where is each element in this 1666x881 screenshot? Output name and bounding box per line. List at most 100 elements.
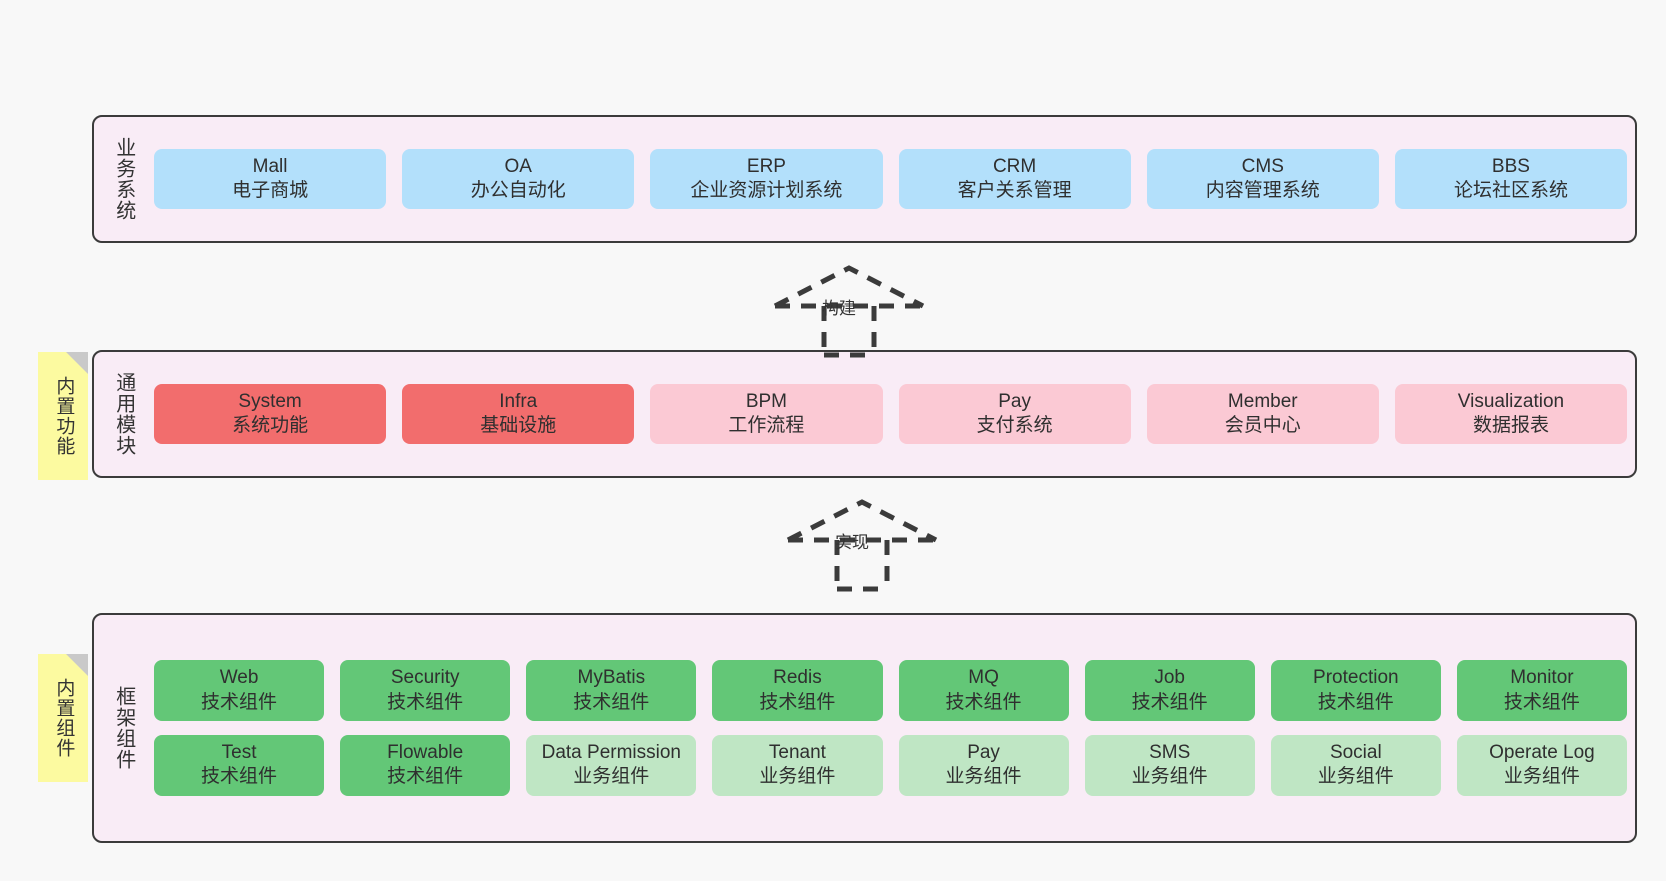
card-mybatis[interactable]: MyBatis 技术组件 <box>526 660 697 721</box>
card-title: Pay <box>967 742 1000 763</box>
card-subtitle: 业务组件 <box>1503 766 1580 788</box>
card-title: OA <box>504 155 532 177</box>
card-crm[interactable]: CRM 客户关系管理 <box>898 148 1131 210</box>
card-mq[interactable]: MQ 技术组件 <box>898 660 1069 721</box>
connector-implement-label: 实现 <box>835 533 869 552</box>
layer-cards-common-module: System 系统功能 Infra 基础设施 BPM 工作流程 Pay 支付系统… <box>142 352 1635 476</box>
layer-framework-component: 框架组件 Web 技术组件 Security 技术组件 MyBatis 技术组件… <box>92 613 1637 843</box>
note-builtin-component: 内置组件 <box>38 654 88 782</box>
card-title: MyBatis <box>577 667 646 689</box>
card-subtitle: 工作流程 <box>728 415 805 436</box>
card-title: MQ <box>968 667 999 689</box>
layer-title-business-system: 业务系统 <box>112 137 135 221</box>
card-subtitle: 业务组件 <box>1131 766 1208 788</box>
card-title: Visualization <box>1457 390 1565 412</box>
card-subtitle: 技术组件 <box>387 691 464 713</box>
card-subtitle: 内容管理系统 <box>1205 180 1320 201</box>
card-pay-component[interactable]: Pay 业务组件 <box>898 735 1069 796</box>
card-title: CMS <box>1241 155 1284 177</box>
card-title: Protection <box>1313 667 1399 689</box>
card-title: Flowable <box>387 742 464 763</box>
card-row: Test 技术组件 Flowable 技术组件 Data Permission … <box>154 735 1627 796</box>
connector-implement: 实现 <box>773 492 953 592</box>
layer-business-system: 业务系统 Mall 电子商城 OA 办公自动化 ERP 企业资源计划系统 CRM… <box>92 115 1637 243</box>
note-fold-icon <box>66 352 88 374</box>
card-title: SMS <box>1149 742 1191 763</box>
card-subtitle: 技术组件 <box>1131 691 1208 713</box>
generalization-arrow-icon <box>773 265 925 358</box>
card-subtitle: 数据报表 <box>1472 415 1549 436</box>
card-subtitle: 办公自动化 <box>470 180 566 201</box>
card-title: Tenant <box>768 742 826 763</box>
card-operate-log[interactable]: Operate Log 业务组件 <box>1456 735 1627 796</box>
card-title: Job <box>1154 667 1185 689</box>
layer-title-common-module: 通用模块 <box>112 372 135 456</box>
card-subtitle: 业务组件 <box>759 766 836 788</box>
card-title: CRM <box>992 155 1037 177</box>
card-sms[interactable]: SMS 业务组件 <box>1084 735 1255 796</box>
card-title: Monitor <box>1510 667 1574 689</box>
card-data-permission[interactable]: Data Permission 业务组件 <box>526 735 697 796</box>
card-title: Operate Log <box>1489 742 1595 763</box>
card-bpm[interactable]: BPM 工作流程 <box>650 383 883 445</box>
card-title: Data Permission <box>541 742 681 763</box>
card-subtitle: 技术组件 <box>759 691 836 713</box>
card-system[interactable]: System 系统功能 <box>154 383 387 445</box>
card-title: Member <box>1227 390 1298 412</box>
card-member[interactable]: Member 会员中心 <box>1146 383 1379 445</box>
layer-common-module: 通用模块 System 系统功能 Infra 基础设施 BPM 工作流程 Pay… <box>92 350 1637 478</box>
card-web[interactable]: Web 技术组件 <box>154 660 325 721</box>
card-subtitle: 基础设施 <box>480 415 557 436</box>
card-oa[interactable]: OA 办公自动化 <box>402 148 635 210</box>
card-security[interactable]: Security 技术组件 <box>340 660 511 721</box>
card-redis[interactable]: Redis 技术组件 <box>712 660 883 721</box>
card-subtitle: 企业资源计划系统 <box>690 180 843 201</box>
card-subtitle: 电子商城 <box>232 180 309 201</box>
card-bbs[interactable]: BBS 论坛社区系统 <box>1394 148 1628 210</box>
note-label: 内置功能 <box>53 376 75 456</box>
card-subtitle: 客户关系管理 <box>957 180 1072 201</box>
card-subtitle: 论坛社区系统 <box>1453 180 1568 201</box>
note-label: 内置组件 <box>53 678 75 758</box>
card-subtitle: 技术组件 <box>573 691 650 713</box>
card-subtitle: 技术组件 <box>201 766 278 788</box>
card-title: Security <box>390 667 460 689</box>
card-title: Web <box>219 667 259 689</box>
card-tenant[interactable]: Tenant 业务组件 <box>712 735 883 796</box>
card-subtitle: 业务组件 <box>945 766 1022 788</box>
card-subtitle: 技术组件 <box>1317 691 1394 713</box>
card-test[interactable]: Test 技术组件 <box>154 735 325 796</box>
card-visualization[interactable]: Visualization 数据报表 <box>1394 383 1628 445</box>
note-fold-icon <box>66 654 88 676</box>
card-title: Pay <box>998 390 1031 412</box>
note-builtin-feature: 内置功能 <box>38 352 88 480</box>
card-social[interactable]: Social 业务组件 <box>1270 735 1441 796</box>
card-subtitle: 会员中心 <box>1224 415 1301 436</box>
card-subtitle: 业务组件 <box>573 766 650 788</box>
card-protection[interactable]: Protection 技术组件 <box>1270 660 1441 721</box>
card-erp[interactable]: ERP 企业资源计划系统 <box>650 148 883 210</box>
card-mall[interactable]: Mall 电子商城 <box>154 148 387 210</box>
card-monitor[interactable]: Monitor 技术组件 <box>1456 660 1627 721</box>
card-title: BBS <box>1491 155 1530 177</box>
card-subtitle: 业务组件 <box>1317 766 1394 788</box>
card-job[interactable]: Job 技术组件 <box>1084 660 1255 721</box>
card-subtitle: 技术组件 <box>387 766 464 788</box>
card-subtitle: 技术组件 <box>945 691 1022 713</box>
card-title: System <box>238 390 302 412</box>
card-cms[interactable]: CMS 内容管理系统 <box>1146 148 1379 210</box>
card-row: System 系统功能 Infra 基础设施 BPM 工作流程 Pay 支付系统… <box>154 383 1628 445</box>
card-pay-module[interactable]: Pay 支付系统 <box>898 383 1131 445</box>
card-title: ERP <box>746 155 786 177</box>
generalization-arrow-icon <box>786 499 938 592</box>
card-title: Test <box>221 742 257 763</box>
card-title: Redis <box>773 667 822 689</box>
card-subtitle: 技术组件 <box>1503 691 1580 713</box>
card-title: BPM <box>745 390 788 412</box>
card-flowable[interactable]: Flowable 技术组件 <box>340 735 511 796</box>
card-infra[interactable]: Infra 基础设施 <box>402 383 635 445</box>
card-row: Web 技术组件 Security 技术组件 MyBatis 技术组件 Redi… <box>154 660 1627 721</box>
layer-cards-business-system: Mall 电子商城 OA 办公自动化 ERP 企业资源计划系统 CRM 客户关系… <box>142 117 1635 241</box>
card-row: Mall 电子商城 OA 办公自动化 ERP 企业资源计划系统 CRM 客户关系… <box>154 148 1628 210</box>
